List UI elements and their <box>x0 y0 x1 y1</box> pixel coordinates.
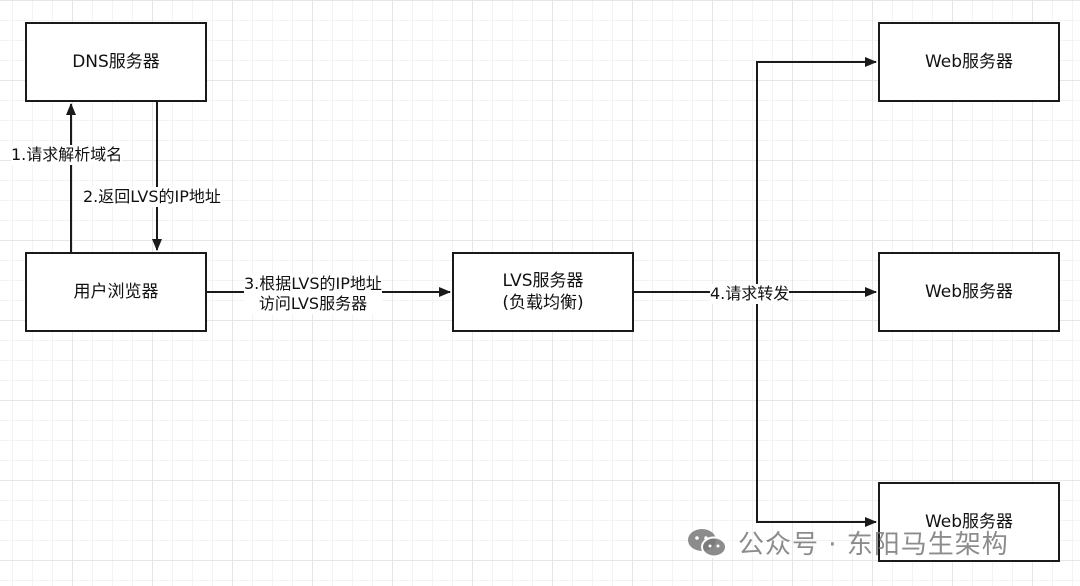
user-browser-node: 用户浏览器 <box>25 252 207 332</box>
wechat-icon <box>688 528 727 557</box>
web-server-label-1: Web服务器 <box>924 52 1014 72</box>
edge-label-step2: 2.返回LVS的IP地址 <box>83 187 221 207</box>
web-server-node-3: Web服务器 <box>878 482 1060 562</box>
edge-label-step3-line1: 3.根据LVS的IP地址 <box>244 274 382 293</box>
web-server-node-2: Web服务器 <box>878 252 1060 332</box>
user-browser-label: 用户浏览器 <box>73 282 159 302</box>
web-server-label-3: Web服务器 <box>924 512 1014 532</box>
watermark-text: 公众号 · 东阳马生架构 <box>738 530 1009 560</box>
watermark: 公众号 · 东阳马生架构 <box>686 524 1009 561</box>
web-server-node-1: Web服务器 <box>878 22 1060 102</box>
dns-server-node: DNS服务器 <box>25 22 207 102</box>
lvs-server-label: LVS服务器 <box>502 271 584 291</box>
edge-label-step3: 3.根据LVS的IP地址 访问LVS服务器 <box>244 274 382 314</box>
lvs-server-node: LVS服务器 (负载均衡) <box>452 252 634 332</box>
edge-to-web1 <box>756 57 877 292</box>
edge-label-step1: 1.请求解析域名 <box>11 145 123 165</box>
edge-to-web3 <box>756 292 877 527</box>
edge-label-step4: 4.请求转发 <box>710 284 790 304</box>
edge-label-step3-line2: 访问LVS服务器 <box>258 294 368 313</box>
web-server-label-2: Web服务器 <box>924 282 1014 302</box>
dns-server-label: DNS服务器 <box>72 52 160 72</box>
lvs-server-sublabel: (负载均衡) <box>502 293 584 313</box>
